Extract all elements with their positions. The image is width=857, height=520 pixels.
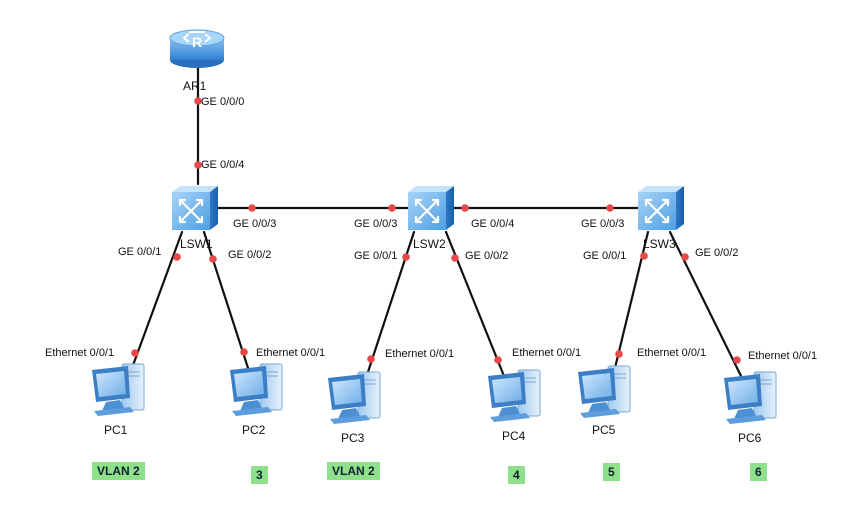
port-label: GE 0/0/4 xyxy=(201,159,245,171)
vlan-tag-pc2: 3 xyxy=(251,466,268,484)
device-label-pc2: PC2 xyxy=(242,423,266,437)
switch-icon[interactable] xyxy=(170,184,220,232)
port-dot xyxy=(194,97,202,105)
link-lsw1-pc1 xyxy=(130,230,184,370)
port-dot xyxy=(606,204,614,212)
device-label-lsw3: LSW3 xyxy=(643,237,676,251)
port-dot xyxy=(131,349,139,357)
port-label: GE 0/0/3 xyxy=(354,218,398,230)
vlan-tag-pc4: 4 xyxy=(508,466,525,484)
link-lsw1-pc2 xyxy=(202,230,250,370)
port-dot xyxy=(681,253,689,261)
device-label-lsw1: LSW1 xyxy=(180,237,213,251)
port-label: GE 0/0/2 xyxy=(228,249,272,261)
port-dot xyxy=(615,350,623,358)
pc-icon[interactable] xyxy=(229,363,283,417)
port-dot xyxy=(733,356,741,364)
vlan-tag-pc6: 6 xyxy=(750,463,767,481)
port-dot xyxy=(461,204,469,212)
port-label: Ethernet 0/0/1 xyxy=(385,348,455,360)
vlan-tag-pc1: VLAN 2 xyxy=(92,462,145,480)
device-label-pc3: PC3 xyxy=(341,431,365,445)
port-label: GE 0/0/1 xyxy=(354,250,398,262)
port-label: Ethernet 0/0/1 xyxy=(748,350,818,362)
port-dot xyxy=(240,348,248,356)
port-label: GE 0/0/3 xyxy=(233,218,277,230)
port-dot xyxy=(451,254,459,262)
port-label: Ethernet 0/0/1 xyxy=(512,347,582,359)
port-label: Ethernet 0/0/1 xyxy=(256,347,326,359)
port-label: GE 0/0/2 xyxy=(465,250,509,262)
device-label-pc4: PC4 xyxy=(502,429,526,443)
pc-icon[interactable] xyxy=(91,363,145,417)
pc-icon[interactable] xyxy=(487,369,541,423)
device-label-pc5: PC5 xyxy=(592,423,616,437)
pc-icon[interactable] xyxy=(723,371,777,425)
port-dot xyxy=(494,356,502,364)
vlan-tag-pc5: 5 xyxy=(603,463,620,481)
port-dots xyxy=(131,97,741,364)
port-dot xyxy=(173,253,181,261)
pc-icon[interactable] xyxy=(577,365,631,419)
vlan-tag-pc3: VLAN 2 xyxy=(327,462,380,480)
port-label: Ethernet 0/0/1 xyxy=(637,347,707,359)
port-dot xyxy=(402,253,410,261)
device-label-lsw2: LSW2 xyxy=(413,237,446,251)
port-label: GE 0/0/4 xyxy=(471,218,515,230)
device-label-pc1: PC1 xyxy=(104,423,128,437)
router-icon[interactable]: R xyxy=(169,29,225,69)
port-label: GE 0/0/1 xyxy=(118,246,162,258)
pc-icon[interactable] xyxy=(327,371,381,425)
port-label: GE 0/0/0 xyxy=(201,96,245,108)
port-dot xyxy=(209,255,217,263)
port-dot xyxy=(367,355,375,363)
port-dot xyxy=(388,204,396,212)
switch-icon[interactable] xyxy=(406,184,456,232)
port-label: GE 0/0/3 xyxy=(581,218,625,230)
switch-icon[interactable] xyxy=(636,184,686,232)
router-glyph: R xyxy=(192,34,202,50)
port-dot xyxy=(194,161,202,169)
port-label: GE 0/0/2 xyxy=(695,247,739,259)
device-label-ar1: AR1 xyxy=(183,79,207,93)
port-label: GE 0/0/1 xyxy=(583,250,627,262)
device-label-pc6: PC6 xyxy=(738,431,762,445)
port-label: Ethernet 0/0/1 xyxy=(45,347,115,359)
port-dot xyxy=(640,252,648,260)
port-dot xyxy=(248,204,256,212)
